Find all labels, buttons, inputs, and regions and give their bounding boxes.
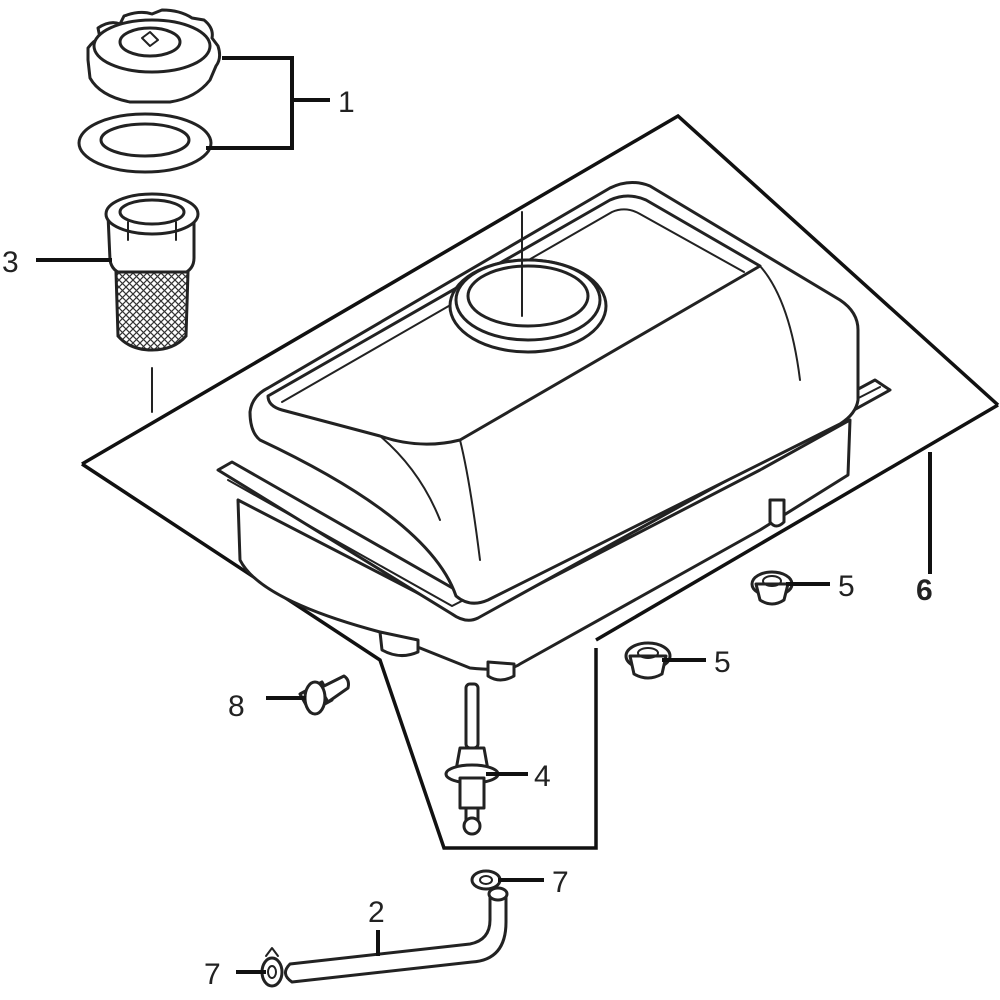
hose-clip-top[interactable]	[470, 869, 502, 891]
mounting-bolt[interactable]	[298, 674, 350, 716]
callout-5-left: 5	[714, 646, 731, 679]
hose-clip-bottom[interactable]	[260, 947, 284, 988]
callout-labels: 1 3 6 5 5 8 4 7 2 7	[2, 86, 933, 991]
fuel-hose[interactable]	[284, 886, 509, 984]
callout-7-top: 7	[552, 866, 569, 899]
cap-gasket[interactable]	[77, 112, 213, 174]
callout-8: 8	[228, 690, 245, 723]
callout-5-right: 5	[838, 570, 855, 603]
fuel-tank[interactable]	[216, 181, 892, 682]
callout-1: 1	[338, 86, 355, 119]
callout-4: 4	[534, 760, 551, 793]
flange-nut-left[interactable]	[624, 641, 672, 680]
fuel-strainer[interactable]	[104, 192, 200, 352]
callout-3: 3	[2, 246, 19, 279]
callout-7-bottom: 7	[204, 958, 221, 991]
flange-nut-right[interactable]	[750, 570, 794, 606]
callout-2: 2	[368, 896, 385, 929]
fuel-cap[interactable]	[86, 8, 222, 104]
leader-lines	[36, 56, 932, 974]
callout-6: 6	[916, 574, 933, 607]
fuel-cock[interactable]	[444, 682, 500, 836]
